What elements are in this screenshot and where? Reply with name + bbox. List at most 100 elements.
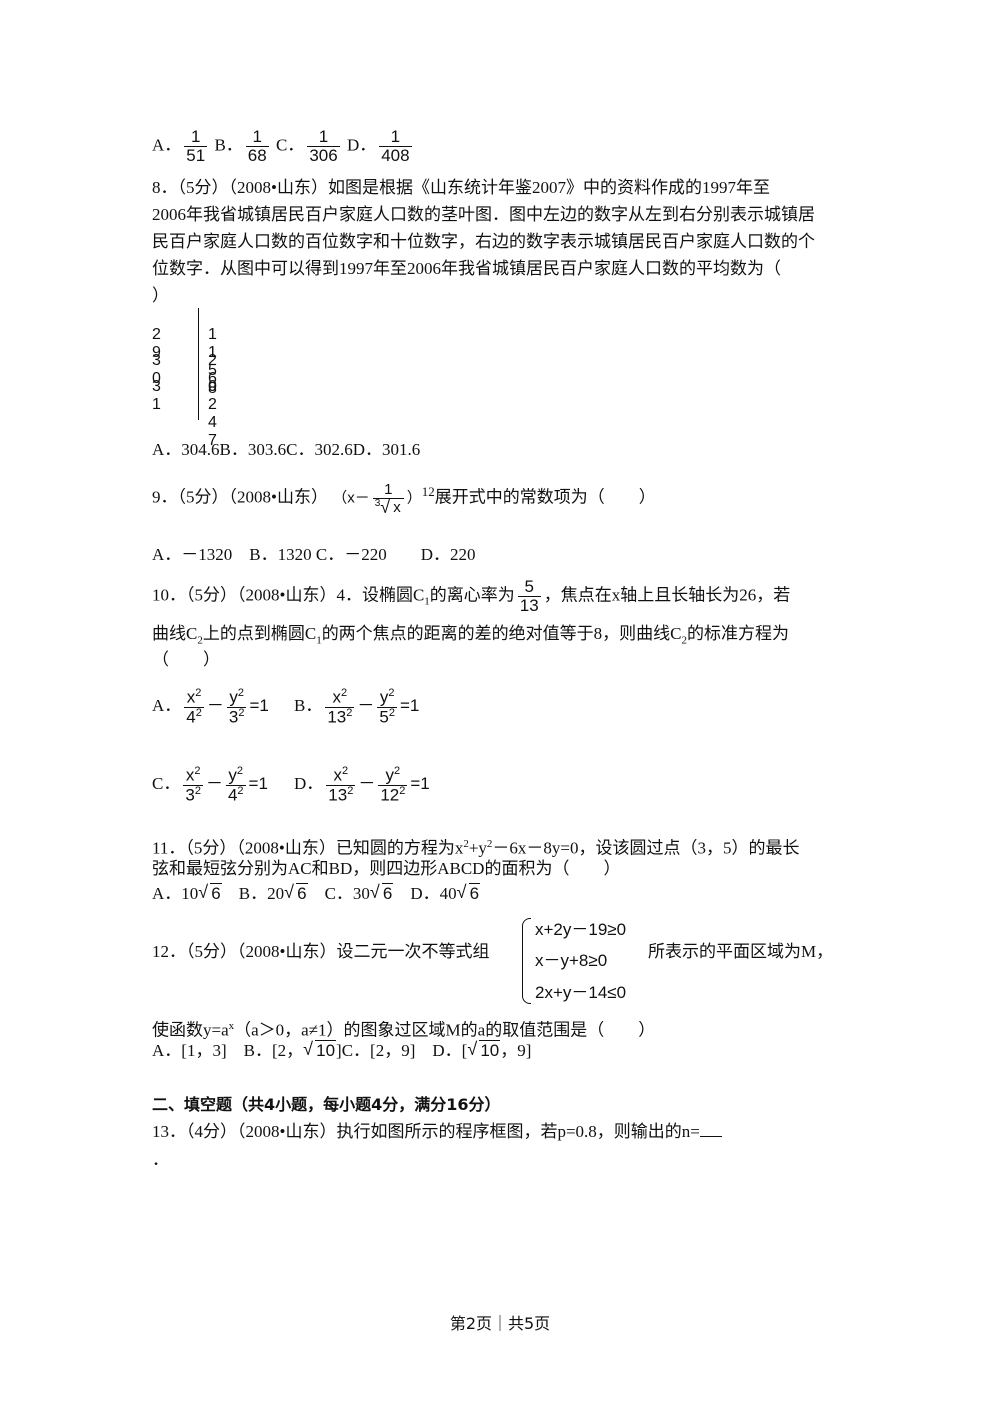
- sup: 2: [194, 784, 201, 797]
- q7-option-d-label: D．: [346, 135, 377, 155]
- sup: 2: [341, 765, 349, 777]
- sup: 2: [341, 687, 348, 699]
- sup: 2: [238, 706, 245, 719]
- frac-numerator: 1: [372, 482, 404, 499]
- leaf-values: 0 2 4 7: [208, 378, 231, 449]
- radical-arg: x: [392, 497, 402, 516]
- q11-text: －6x－8y=0，设该圆过点（3，5）的最长: [492, 838, 800, 858]
- sup: 2: [237, 687, 244, 699]
- q10-text: 的离心率为: [429, 585, 515, 605]
- frac-numerator: 5: [517, 578, 541, 597]
- var: y: [228, 765, 237, 785]
- leaf-values: 2 6: [208, 352, 231, 387]
- radical: √x: [380, 496, 402, 517]
- subscript: 2: [197, 634, 203, 647]
- frac-denominator: 68: [247, 145, 267, 165]
- radical: √6: [284, 882, 308, 906]
- section-heading: 二、填空题（共4小题，每小题4分，满分16分）: [152, 1095, 501, 1114]
- superscript: x: [228, 1020, 235, 1032]
- q9-prefix: 9．（5分）（2008•山东）: [152, 487, 328, 507]
- q8-options: A．304.6B．303.6C．302.6D．301.6: [152, 440, 421, 459]
- frac-numerator: y2: [377, 687, 397, 708]
- frac-numerator: 1: [184, 128, 208, 147]
- radical-icon: √: [467, 1039, 478, 1059]
- frac-denominator: 32: [227, 706, 247, 727]
- radical-icon: √: [303, 1039, 313, 1059]
- q12-suffix: 所表示的平面区域为M，: [648, 942, 834, 961]
- frac-numerator: y2: [225, 765, 246, 786]
- subscript: 2: [681, 634, 688, 647]
- sup: 2: [347, 784, 354, 797]
- q13-line-2: ．: [152, 1150, 169, 1169]
- sup: 2: [195, 687, 202, 699]
- radical-icon: √: [284, 882, 294, 902]
- frac-denominator: 132: [326, 784, 355, 805]
- minus: －: [206, 695, 224, 715]
- den: 13: [328, 785, 348, 805]
- q11-text: 11．（5分）（2008•山东）已知圆的方程为x: [152, 838, 464, 858]
- frac-numerator: x2: [184, 687, 204, 708]
- q9-expr-close: ）: [406, 489, 422, 507]
- q12-option-d: D．[: [432, 1041, 468, 1060]
- q12-inequality-3: 2x+y－14≤0: [535, 983, 627, 1002]
- q10-option-a-label: A．: [152, 695, 182, 715]
- q13-answer-blank: [699, 1136, 722, 1137]
- q11-line-1: 11．（5分）（2008•山东）已知圆的方程为x2+y2－6x－8y=0，设该圆…: [152, 832, 800, 861]
- sup: 2: [399, 784, 406, 797]
- var: y: [385, 765, 395, 785]
- frac-denominator: 122: [378, 784, 407, 805]
- q12-prefix: 12．（5分）（2008•山东）设二元一次不等式组: [152, 942, 490, 961]
- q12-text: 使函数y=a: [152, 1020, 229, 1040]
- frac-denominator: 13: [519, 595, 539, 615]
- den: 3: [228, 707, 239, 727]
- q10-option-c-label: C．: [152, 773, 181, 793]
- equals: =1: [399, 695, 420, 715]
- sup: 2: [394, 765, 401, 777]
- var: y: [379, 687, 389, 707]
- q8-line-1: 8．（5分）（2008•山东）如图是根据《山东统计年鉴2007》中的资料作成的1…: [152, 178, 770, 197]
- q9-suffix: 展开式中的常数项为（ ）: [434, 487, 656, 507]
- q12-options: A．[1，3] B．[2，√10]C．[2，9] D．[√10，9]: [152, 1039, 531, 1063]
- q11-option-c: C．30: [324, 884, 370, 903]
- q11-line-2: 弦和最短弦分别为AC和BD，则四边形ABCD的面积为（ ）: [152, 859, 621, 878]
- frac-denominator: 42: [184, 707, 204, 727]
- stem-value: 3 1: [152, 378, 173, 413]
- frac-denominator: 32: [183, 784, 203, 805]
- subscript: 1: [316, 634, 322, 647]
- radical: √10: [303, 1039, 337, 1063]
- q10-line-3: （ ）: [152, 650, 220, 669]
- frac-numerator: x2: [326, 765, 356, 786]
- frac-numerator: y2: [378, 765, 408, 786]
- q8-line-5: ）: [152, 286, 169, 305]
- q11-text: +y: [468, 838, 487, 858]
- den: 4: [186, 707, 196, 727]
- den: 12: [380, 785, 400, 805]
- subscript: 1: [424, 595, 430, 608]
- q12-line-2: 使函数y=ax（a＞0，a≠1）的图象过区域M的a的取值范围是（ ）: [152, 1014, 655, 1043]
- radical-arg: 10: [479, 1040, 501, 1060]
- den: 3: [185, 785, 195, 805]
- q11-options: A．10√6 B．20√6 C．30√6 D．40√6: [152, 882, 481, 906]
- q9-exponent: 12: [421, 484, 435, 499]
- q7-option-a-label: A．: [152, 135, 182, 155]
- radical-arg: 6: [210, 883, 222, 903]
- den: 4: [227, 785, 238, 805]
- q11-option-b: B．20: [238, 884, 285, 903]
- var: x: [186, 687, 196, 707]
- var: x: [333, 765, 342, 785]
- equals: =1: [410, 773, 430, 793]
- radical-icon: √: [380, 496, 391, 517]
- q10-option-b-label: B．: [294, 695, 323, 715]
- q7-option-b-label: B．: [214, 135, 243, 155]
